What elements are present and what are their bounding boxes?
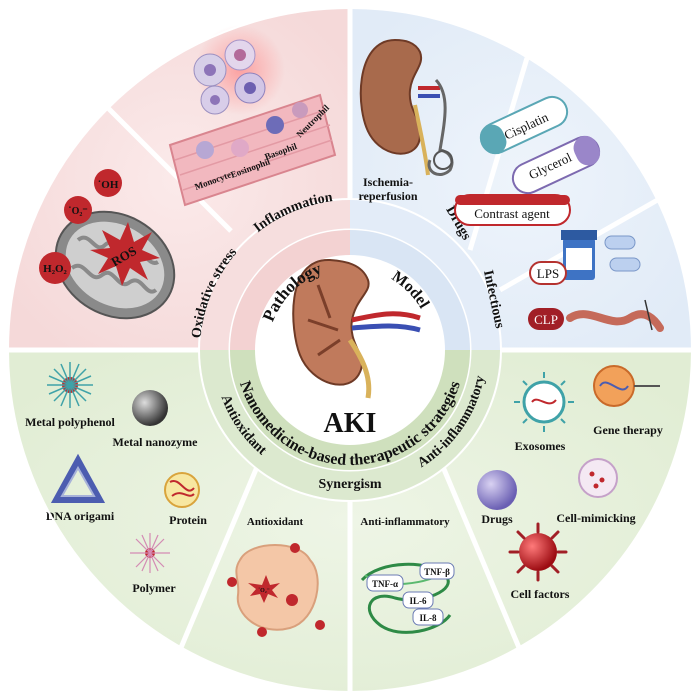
peroxide-bubble <box>39 252 71 284</box>
capsules-icon <box>604 235 641 272</box>
svg-text:˙O₂⁻: ˙O₂⁻ <box>258 588 270 594</box>
ros-species: ˙OH ˙O₂⁻ H₂O₂ <box>39 169 122 284</box>
clp-badge: CLP <box>528 308 564 330</box>
cell-mimicking-label: Cell-mimicking <box>556 511 635 525</box>
svg-text:IL-6: IL-6 <box>409 596 427 606</box>
cell-with-ros-icon: ˙O₂⁻ <box>227 543 325 637</box>
hydroxyl-bubble <box>94 169 122 197</box>
pill-glycerol: Glycerol <box>511 135 601 195</box>
exosomes-label: Exosomes <box>515 439 566 453</box>
svg-text:IL-8: IL-8 <box>419 613 437 623</box>
metal-polyphenol-icon <box>47 362 93 408</box>
metal-polyphenol-label: Metal polyphenol <box>25 415 115 429</box>
migrating-cells <box>196 102 308 159</box>
svg-text:Contrast agent: Contrast agent <box>474 206 550 221</box>
polymer-label: Polymer <box>132 581 176 595</box>
dna-origami-label: DNA origami <box>46 509 115 523</box>
metal-nanozyme-icon <box>132 390 168 426</box>
pill-contrast-agent: Contrast agent <box>454 194 571 226</box>
cytokine-labels: TNF-α TNF-β IL-6 IL-8 <box>366 562 455 626</box>
metal-nanozyme-label: Metal nanozyme <box>113 435 199 449</box>
intestine-icon <box>566 299 664 332</box>
lps-badge: LPS <box>529 261 567 285</box>
svg-text:TNF-α: TNF-α <box>372 579 398 589</box>
ischemia-label-1: Ischemia- <box>363 175 413 189</box>
svg-text:H₂O₂: H₂O₂ <box>43 263 67 275</box>
medicine-bottle-icon <box>561 230 597 280</box>
leukocyte-cluster-icon <box>193 39 266 115</box>
drug-sphere-icon <box>477 470 517 510</box>
synergism-anti-inflammatory-label: Anti-inflammatory <box>360 516 450 528</box>
center-label: AKI <box>324 408 377 439</box>
synergism-antioxidant-label: Antioxidant <box>247 516 304 528</box>
drugs-item-label: Drugs <box>481 512 513 526</box>
ischemia-kidney-icon <box>359 38 454 176</box>
protein-icon <box>164 472 200 508</box>
ros-burst-icon: ROS <box>90 222 160 286</box>
gene-therapy-label: Gene therapy <box>593 423 663 437</box>
blood-vessel-icon <box>168 93 337 207</box>
cell-factors-label: Cell factors <box>511 587 570 601</box>
exosome-icon <box>514 372 574 432</box>
svg-text:LPS: LPS <box>537 266 559 281</box>
svg-text:˙OH: ˙OH <box>98 179 119 191</box>
ischemia-label-2: reperfusion <box>358 189 417 203</box>
gene-therapy-icon <box>593 365 660 407</box>
superoxide-bubble <box>64 196 92 224</box>
dna-origami-icon <box>50 453 106 503</box>
protein-label: Protein <box>169 513 207 527</box>
svg-text:TNF-β: TNF-β <box>424 567 450 577</box>
center-kidney-icon <box>292 258 421 399</box>
cell-mimicking-icon <box>578 458 618 498</box>
pill-cisplatin: Cisplatin <box>479 95 569 155</box>
svg-text:˙O₂⁻: ˙O₂⁻ <box>68 206 87 217</box>
cell-factors-icon <box>508 522 568 582</box>
polymer-icon <box>130 533 170 573</box>
synergism-label: Synergism <box>319 477 382 492</box>
svg-text:CLP: CLP <box>534 312 558 327</box>
